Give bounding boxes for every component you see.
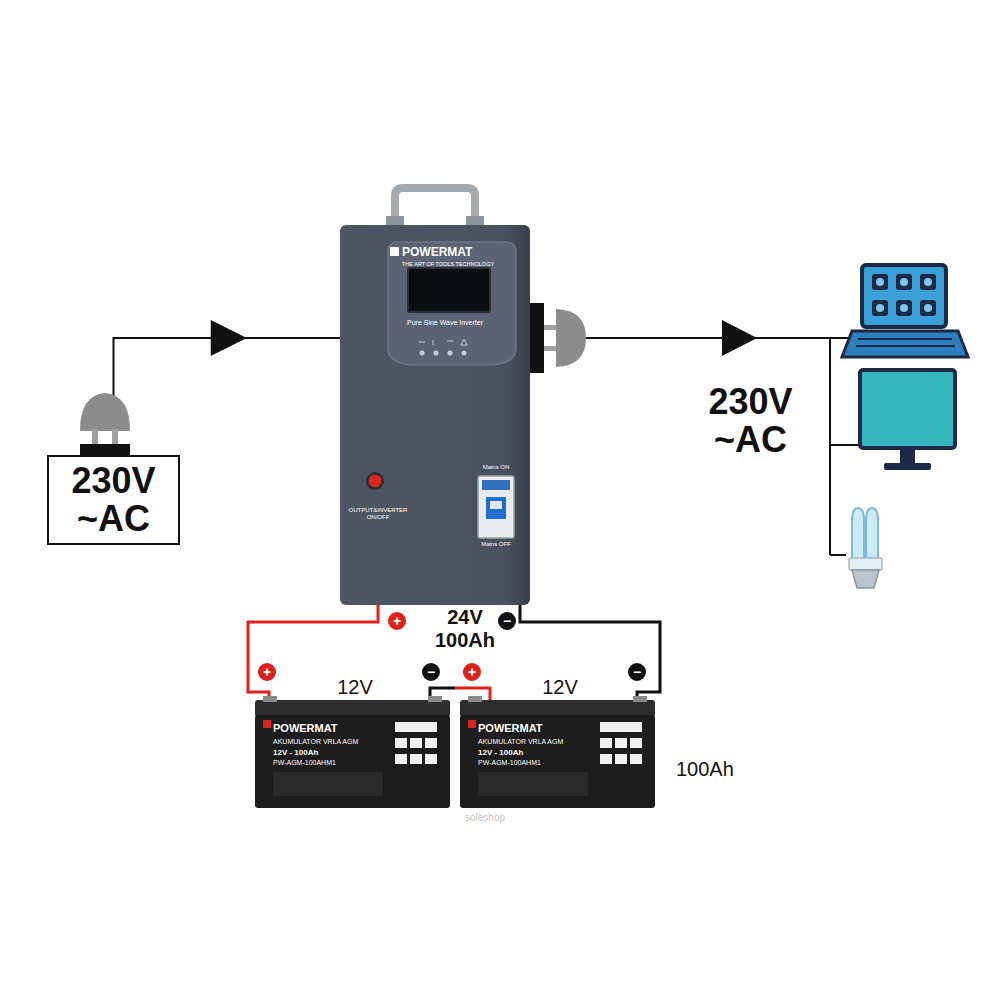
battery-unit: 12V POWERMAT AKUMULATOR VRLA AGM 12V - 100A… — [460, 676, 655, 808]
battery-voltage: 12V — [315, 676, 395, 699]
node-label: 230V ~AC — [55, 462, 172, 538]
battery-type: AKUMULATOR VRLA AGM — [478, 738, 590, 746]
switch-label: OUTPUT&INVERTER ON/OFF — [340, 507, 416, 521]
battery-rating: 12V - 100Ah — [273, 748, 385, 757]
battery-rating: 12V - 100Ah — [478, 748, 590, 757]
monitor-icon — [860, 370, 955, 470]
breaker-label: Mains ON — [461, 464, 531, 471]
battery-model: PW-AGM-100AHM1 — [478, 759, 590, 767]
negative-terminal: − — [496, 610, 518, 632]
brand-tagline: THE ART OF TOOLS TECHNOLOGY — [402, 261, 512, 267]
negative-terminal: − — [420, 661, 442, 683]
bank-rating-label: 24V 100Ah — [420, 606, 510, 652]
inverter-unit: POWERMATTHE ART OF TOOLS TECHNOLOGY Pure … — [340, 180, 530, 605]
output-voltage-label: 230V ~AC — [688, 383, 813, 459]
watermark: soleshop — [465, 812, 545, 824]
input-plug — [80, 393, 130, 455]
output-wire — [586, 338, 858, 555]
wire-segment — [114, 338, 341, 455]
mains-source-box: 230V ~AC — [47, 455, 180, 545]
positive-terminal: + — [256, 661, 278, 683]
bulb-icon — [849, 508, 882, 588]
battery-type: AKUMULATOR VRLA AGM — [273, 738, 385, 746]
battery-brand: POWERMAT — [273, 722, 373, 735]
arrow-head — [211, 320, 247, 356]
wire-connector — [520, 605, 660, 700]
battery-brand: POWERMAT — [478, 722, 578, 735]
wire-connector — [114, 320, 341, 455]
output-plug — [530, 303, 586, 373]
wire-segment — [520, 605, 660, 700]
battery-model: PW-AGM-100AHM1 — [273, 759, 385, 767]
battery-unit: 12V POWERMAT AKUMULATOR VRLA AGM 12V - 100A… — [255, 676, 450, 808]
positive-terminal: + — [386, 610, 408, 632]
flow-arrow — [722, 320, 757, 356]
positive-terminal: + — [461, 661, 483, 683]
model-label: Pure Sine Wave Inverter — [385, 319, 505, 327]
battery-voltage: 12V — [520, 676, 600, 699]
breaker-label: Mains OFF — [461, 541, 531, 548]
laptop-icon — [842, 265, 968, 357]
brand-logo: POWERMAT — [402, 246, 502, 260]
negative-terminal: − — [626, 661, 648, 683]
capacity-label: 100Ah — [676, 758, 776, 781]
